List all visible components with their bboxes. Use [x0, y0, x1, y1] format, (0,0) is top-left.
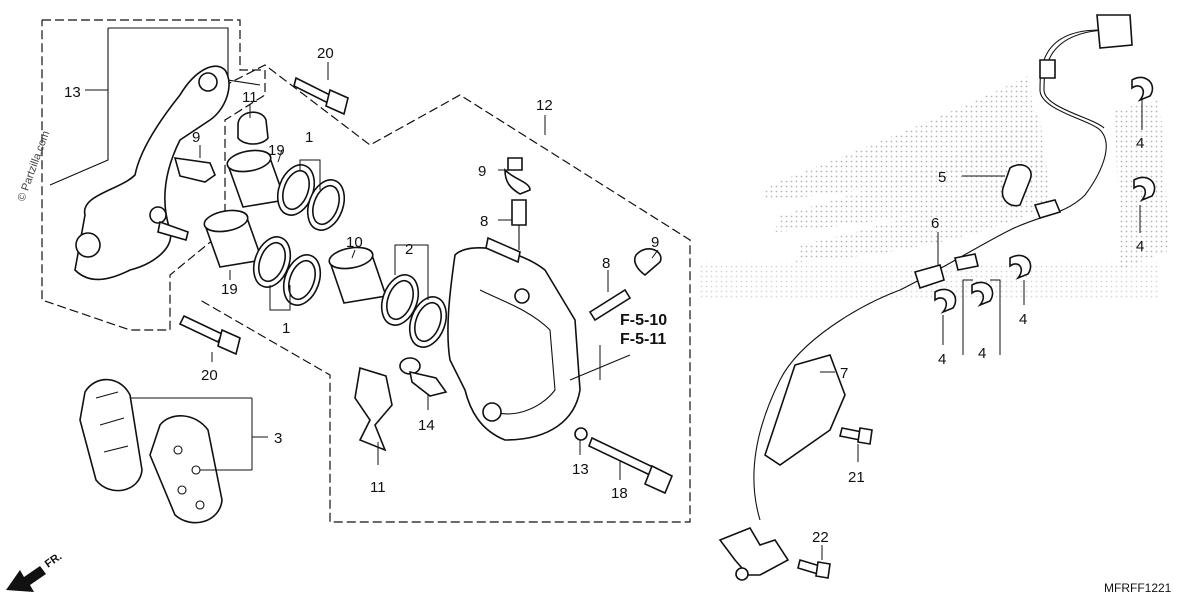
grommet-6 [913, 264, 945, 290]
bolt-20-top [293, 76, 349, 116]
callout-19-top: 19 [268, 142, 285, 159]
bolt-20-bottom [178, 314, 241, 356]
bleeder-right [588, 248, 662, 322]
caliper-bracket [74, 65, 230, 281]
washer-12 [574, 427, 588, 441]
sensor-cable [753, 14, 1133, 521]
front-direction-arrow: FR. [6, 550, 64, 592]
seal-kit-1 [252, 164, 346, 306]
seal-kit-2 [380, 274, 448, 348]
clip-13 [173, 157, 216, 183]
callout-19-bottom: 19 [221, 281, 238, 298]
callout-5: 5 [938, 169, 946, 186]
clips-4 [934, 76, 1156, 314]
callout-15: 11 [242, 89, 258, 106]
pistons-19 [203, 149, 287, 268]
pad-spring-11 [354, 366, 393, 452]
callout-4-c: 4 [1019, 311, 1027, 328]
callout-8-top: 8 [480, 213, 488, 230]
callout-9-right: 9 [651, 234, 659, 251]
bleeder-top [504, 157, 531, 250]
group-frame-17 [41, 19, 266, 331]
callout-14: 14 [418, 417, 435, 434]
callout-3: 3 [274, 430, 282, 447]
boot-15 [237, 111, 269, 145]
guide-plate-7 [764, 354, 846, 466]
callout-22: 22 [812, 529, 829, 546]
callout-16: 12 [536, 97, 553, 114]
callout-12: 13 [572, 461, 589, 478]
callout-21: 21 [848, 469, 865, 486]
callout-10: 10 [346, 234, 363, 251]
pin-18 [587, 436, 674, 495]
callout-1-top: 1 [305, 129, 313, 146]
diagram-code: MFRFF1221 [1104, 581, 1172, 595]
callout-4-e: 4 [978, 345, 986, 362]
speed-sensor [718, 527, 790, 581]
reference-f-5-10[interactable]: F-5-10 [620, 312, 667, 329]
callout-8-right: 8 [602, 255, 610, 272]
callout-4-a: 4 [1136, 135, 1144, 152]
brake-pads-3 [79, 378, 223, 524]
callout-labels: 13 20 11 9 1 19 12 9 8 10 2 9 8 19 1 20 … [64, 45, 1144, 546]
callout-6: 6 [931, 215, 939, 232]
group-frame-16 [199, 64, 691, 523]
callout-18: 18 [611, 485, 628, 502]
caliper-body [447, 236, 581, 441]
pin-14 [399, 357, 448, 397]
callout-11: 11 [370, 479, 386, 496]
reference-f-5-11[interactable]: F-5-11 [620, 331, 666, 348]
callout-20-bottom: 20 [201, 367, 218, 384]
callout-4-d: 4 [938, 351, 946, 368]
callout-4-b: 4 [1136, 238, 1144, 255]
leader-lines [85, 62, 1143, 560]
callout-17: 13 [64, 84, 81, 101]
callout-20-top: 20 [317, 45, 334, 62]
callout-1-bottom: 1 [282, 320, 290, 337]
callout-13: 9 [192, 129, 200, 146]
partzilla-watermark: © Partzilla.com [16, 129, 53, 203]
callout-9-top: 9 [478, 163, 486, 180]
clamp-5 [1001, 164, 1032, 207]
direction-label: FR. [43, 550, 64, 570]
callout-2: 2 [405, 241, 413, 258]
callout-7: 7 [840, 365, 848, 382]
